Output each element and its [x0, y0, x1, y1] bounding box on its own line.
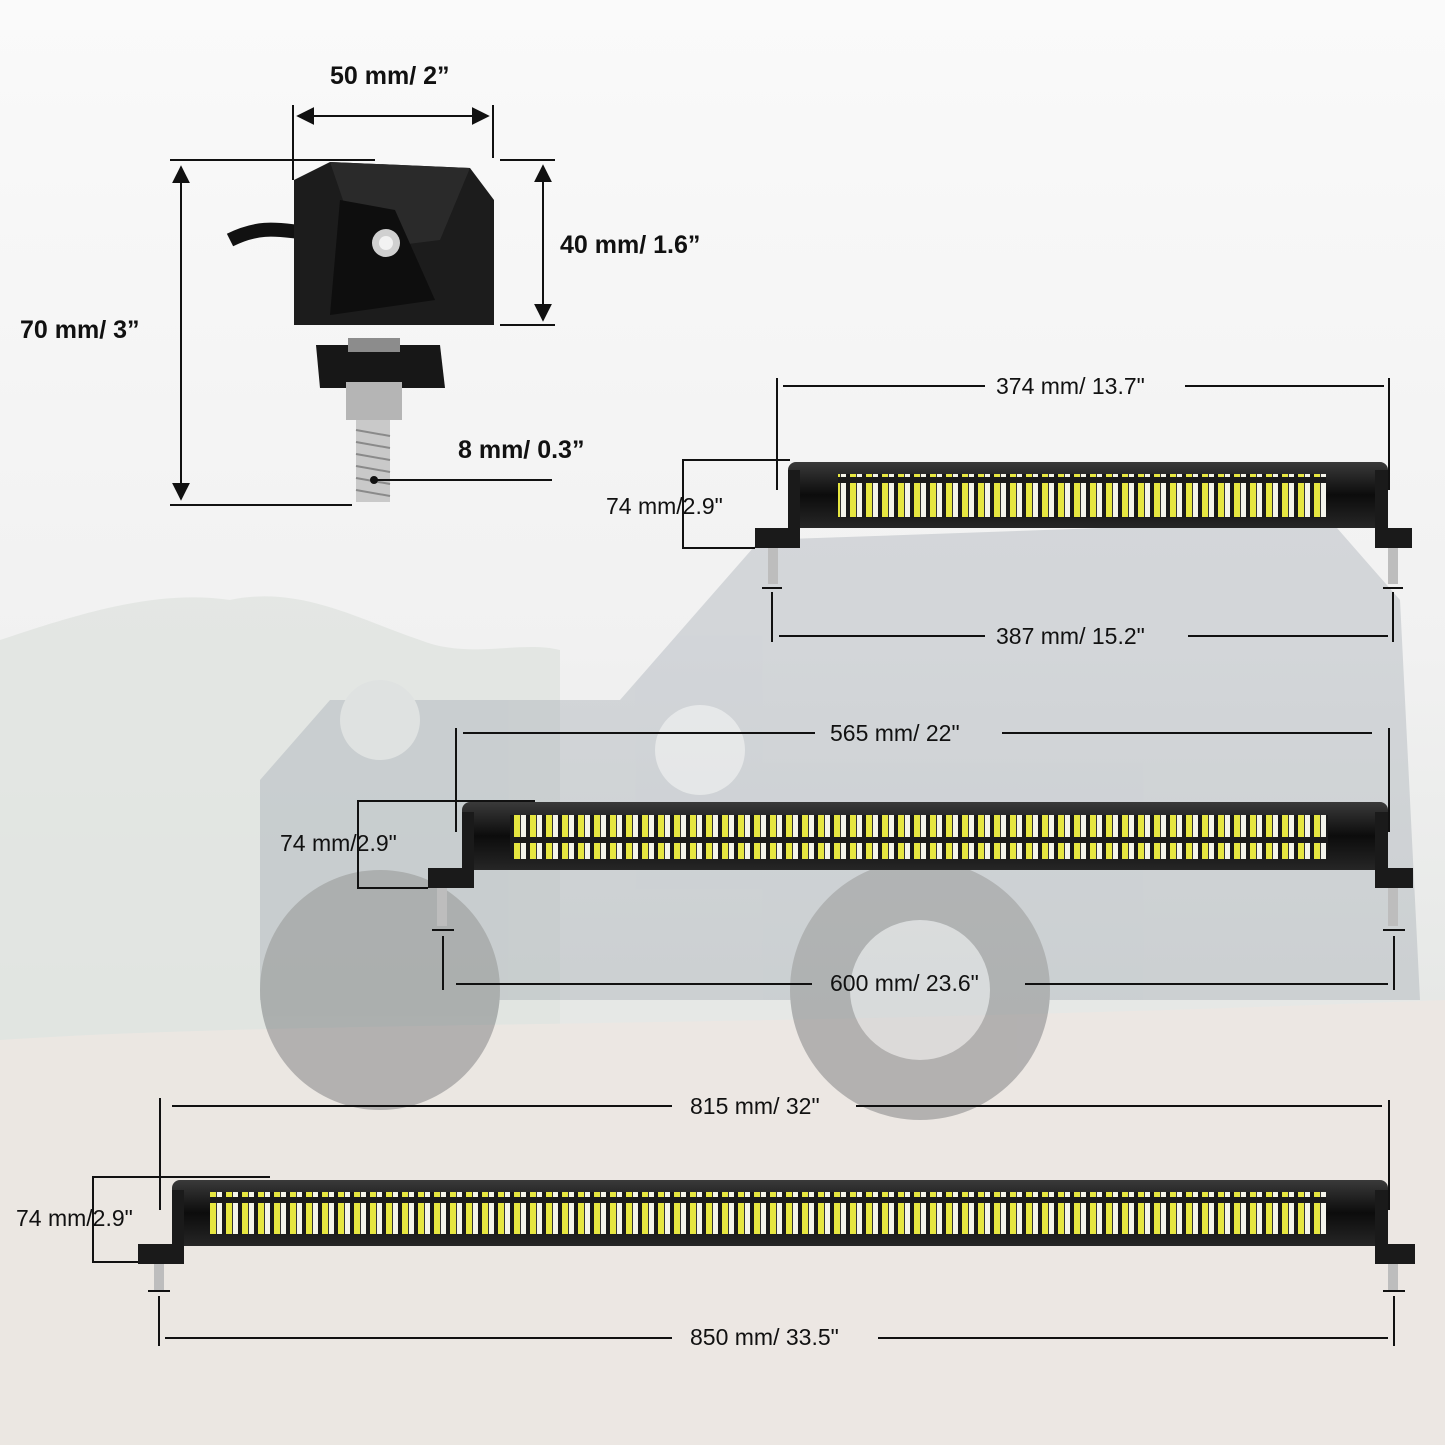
pod-light	[226, 162, 494, 502]
bar-2-led-array	[510, 815, 1328, 859]
bar-3-led-array	[210, 1192, 1326, 1234]
bar-3-dimension-lines	[92, 1098, 1405, 1346]
bar-3-length-label: 815 mm/ 32"	[690, 1093, 820, 1119]
bar-2-dimension-lines	[357, 728, 1405, 990]
light-bar-3	[138, 1180, 1415, 1290]
light-bar-1	[755, 462, 1412, 584]
pod-width-label: 50 mm/ 2”	[330, 62, 450, 90]
bar-2-height-label: 74 mm/2.9"	[280, 830, 397, 856]
bar-3-height-label: 74 mm/2.9"	[16, 1205, 133, 1231]
bar-1-dimension-lines	[682, 378, 1403, 642]
bar-3-mount-span-label: 850 mm/ 33.5"	[690, 1324, 839, 1350]
bar-2-length-label: 565 mm/ 22"	[830, 720, 960, 746]
bar-1-length-label: 374 mm/ 13.7"	[996, 373, 1145, 399]
bar-1-led-array	[838, 474, 1326, 518]
vehicle-silhouette	[260, 520, 1420, 1120]
light-bar-2	[428, 802, 1413, 926]
bar-1-mount-span-label: 387 mm/ 15.2"	[996, 623, 1145, 649]
pod-total-height-label: 70 mm/ 3”	[20, 316, 140, 344]
pod-dimension-lines	[170, 105, 555, 506]
bar-2-mount-span-label: 600 mm/ 23.6"	[830, 970, 979, 996]
pod-bolt-label: 8 mm/ 0.3”	[458, 436, 585, 464]
pod-height-label: 40 mm/ 1.6”	[560, 231, 701, 259]
bar-1-height-label: 74 mm/2.9"	[606, 493, 723, 519]
